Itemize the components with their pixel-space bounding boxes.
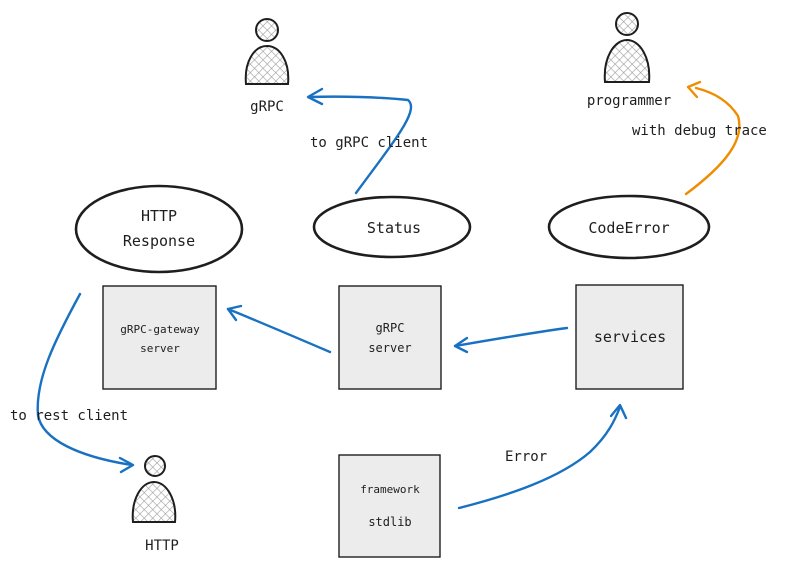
grpc-gateway-line1: gRPC-gateway [120, 323, 200, 336]
grpc-server-line1: gRPC [376, 321, 405, 335]
http-client-head-icon [144, 455, 166, 477]
error-label: Error [505, 449, 547, 465]
grpc-gateway-line2: server [140, 342, 180, 355]
http-response-to-http-client-arrow [36, 292, 135, 474]
grpc-server-to-gateway-arrow [226, 304, 332, 354]
code-error-label: CodeError [588, 219, 669, 237]
status-ellipse: Status [312, 195, 472, 259]
services-box: services [575, 284, 684, 390]
grpc-client-actor: gRPC [244, 18, 290, 115]
framework-box: framework stdlib [338, 454, 441, 558]
to-rest-client-label: to rest client [10, 408, 128, 424]
code-error-ellipse: CodeError [547, 194, 711, 260]
services-label: services [594, 328, 666, 346]
status-label: Status [367, 219, 421, 237]
grpc-server-line2: server [368, 341, 411, 355]
grpc-client-label: gRPC [250, 99, 284, 115]
with-debug-trace-label: with debug trace [632, 123, 767, 139]
code-error-to-programmer-arrow [684, 80, 741, 196]
stdlib-label: stdlib [368, 515, 411, 529]
framework-to-services-arrow [457, 403, 628, 510]
http-response-line1: HTTP [141, 207, 177, 225]
programmer-label: programmer [587, 93, 671, 109]
grpc-client-body-icon [244, 44, 290, 85]
grpc-client-head-icon [255, 18, 279, 42]
status-to-grpc-arrow [306, 87, 413, 195]
services-to-grpc-server-arrow [453, 326, 569, 354]
framework-label: framework [360, 483, 420, 496]
http-response-line2: Response [123, 232, 195, 250]
programmer-body-icon [603, 38, 651, 83]
http-client-body-icon [131, 480, 177, 523]
grpc-gateway-server-box: gRPC-gateway server [102, 285, 217, 390]
grpc-server-box: gRPC server [338, 285, 442, 390]
http-client-label: HTTP [145, 538, 179, 554]
programmer-head-icon [615, 12, 639, 36]
programmer-actor: programmer [587, 12, 671, 109]
to-grpc-client-label: to gRPC client [310, 135, 428, 151]
http-response-ellipse: HTTP Response [74, 184, 244, 274]
http-client-actor: HTTP [131, 455, 179, 554]
